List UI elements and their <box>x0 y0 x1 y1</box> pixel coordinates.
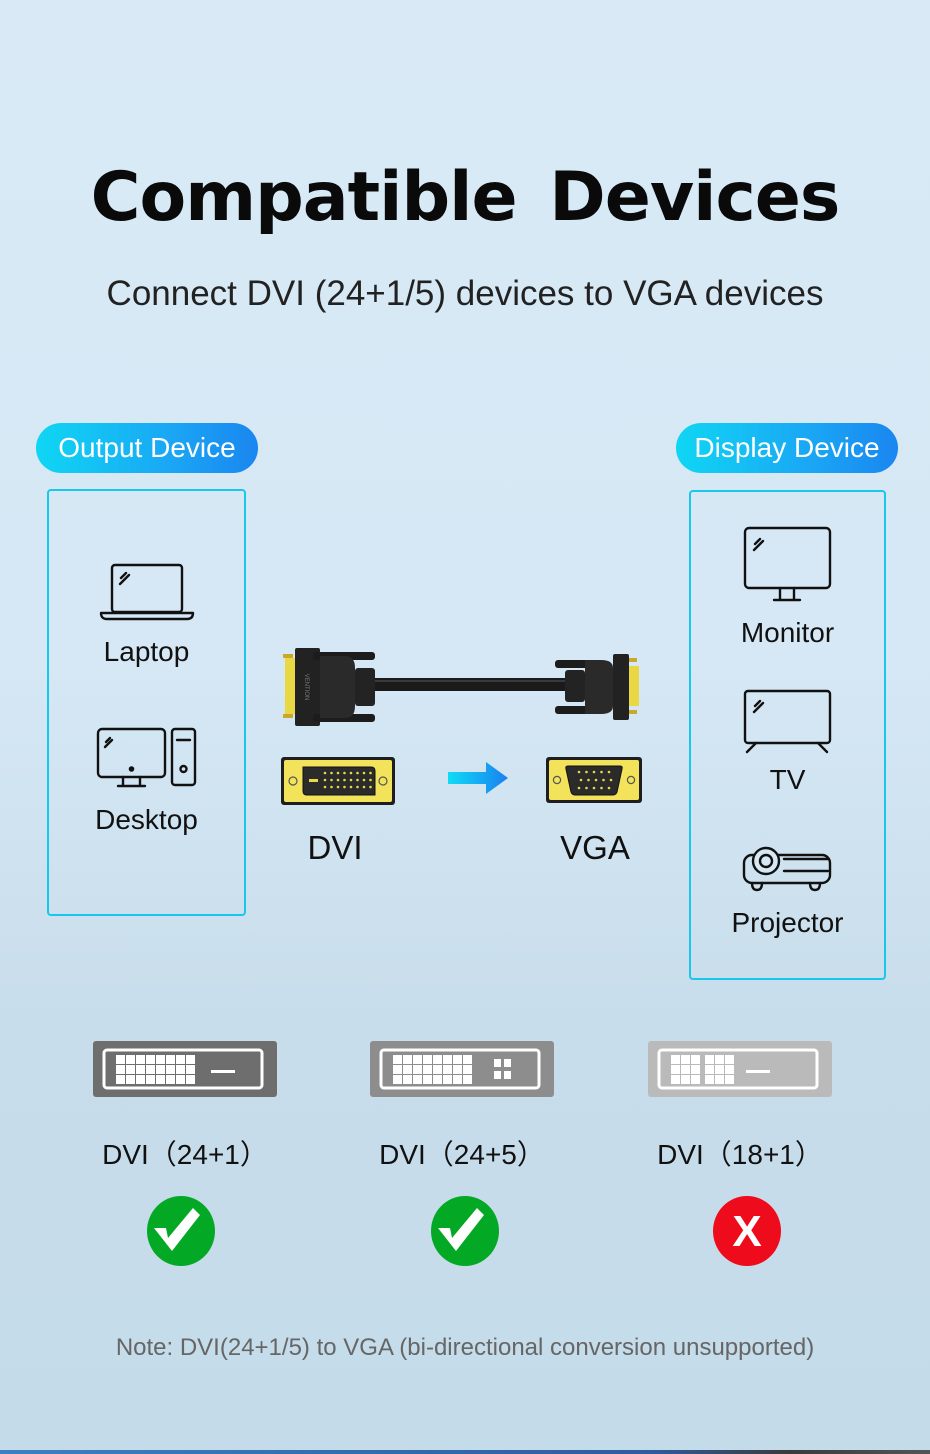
dvi-24-5-connector-icon <box>370 1041 554 1097</box>
device-label-laptop: Laptop <box>103 636 190 667</box>
vga-connector-icon <box>546 757 642 803</box>
bottom-border <box>0 1450 930 1454</box>
dvi-24-1-connector-icon <box>93 1041 277 1097</box>
note-text: Note: DVI(24+1/5) to VGA (bi-directional… <box>115 1334 815 1361</box>
compat-label-dvi-24-5: DVI（24+5） <box>379 1139 545 1170</box>
brand-mark: VENTION <box>303 674 309 701</box>
device-label-monitor: Monitor <box>740 617 835 648</box>
page-title: Compatible Devices <box>90 158 841 237</box>
desktop-icon <box>96 727 198 789</box>
check-icon <box>430 1196 500 1266</box>
svg-text:X: X <box>732 1207 761 1256</box>
compat-label-dvi-18-1: DVI（18+1） <box>657 1139 823 1170</box>
compat-label-dvi-24-1: DVI（24+1） <box>102 1139 268 1170</box>
device-label-tv: TV <box>769 764 806 795</box>
display-device-badge: Display Device <box>676 423 898 473</box>
x-icon: X <box>712 1196 782 1266</box>
dvi-18-1-connector-icon <box>648 1041 832 1097</box>
device-label-desktop: Desktop <box>95 804 198 835</box>
dvi-connector-icon <box>281 757 395 805</box>
display-device-panel <box>689 490 886 980</box>
device-label-projector: Projector <box>731 907 844 938</box>
vga-label: VGA <box>560 829 630 866</box>
output-device-panel <box>47 489 246 916</box>
tv-icon <box>742 689 832 755</box>
check-icon <box>146 1196 216 1266</box>
monitor-icon <box>742 526 832 602</box>
dvi-label: DVI <box>307 829 363 866</box>
laptop-icon <box>99 563 195 621</box>
dvi-to-vga-cable-image: VENTION <box>283 648 663 728</box>
page-subtitle: Connect DVI (24+1/5) devices to VGA devi… <box>106 274 824 313</box>
projector-icon <box>742 845 832 893</box>
output-device-badge: Output Device <box>36 423 258 473</box>
arrow-right-icon <box>448 762 510 794</box>
